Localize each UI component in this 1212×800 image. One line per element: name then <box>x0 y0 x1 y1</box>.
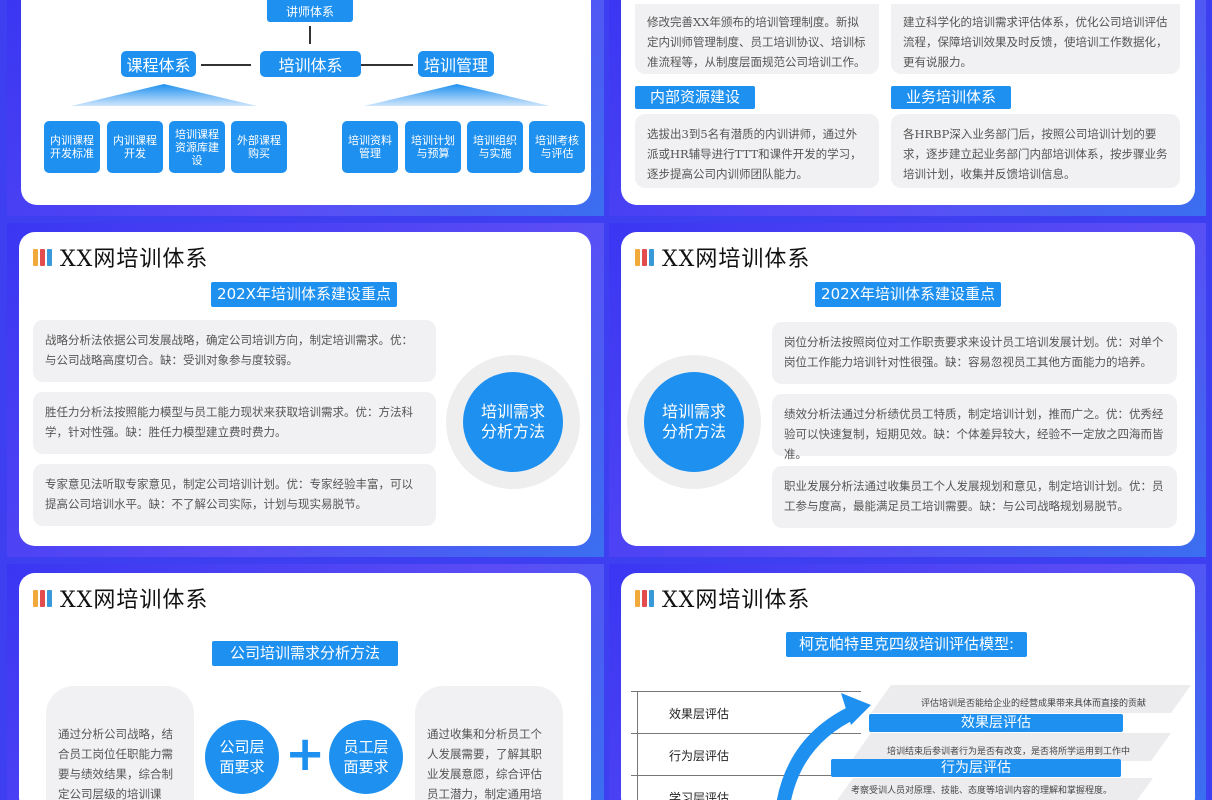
connector-right <box>361 64 413 66</box>
level-axis <box>637 691 638 800</box>
connector-vertical <box>309 26 311 44</box>
node-lecturer-system: 讲师体系 <box>267 0 353 22</box>
slide-header: XX网培训体系 <box>635 583 810 613</box>
slide-title: XX网培训体系 <box>662 588 811 613</box>
text-box-expert-method: 专家意见法听取专家意见，制定公司培训计划。优：专家经验丰富，可以提高公司培训水平… <box>33 464 436 526</box>
subtitle-label: 公司培训需求分析方法 <box>212 641 398 666</box>
slide-card: XX网培训体系 公司培训需求分析方法 通过分析公司战略，结合员工岗位任职能力需要… <box>19 573 591 800</box>
fan-right-shape <box>364 84 550 106</box>
slide-kirkpatrick-model: XX网培训体系 柯克帕特里克四级培训评估模型: 效果层评估 行为层评估 学习层评… <box>609 564 1206 800</box>
label-internal-resource: 内部资源建设 <box>635 86 755 109</box>
level-plate-learning <box>837 778 1153 800</box>
level-divider <box>631 775 861 776</box>
text-box-competency-method: 胜任力分析法按照能力模型与员工能力现状来获取培训需求。优：方法科学，针对性强。缺… <box>33 392 436 454</box>
books-icon <box>33 589 52 607</box>
level-desc-learning: 考察受训人员对原理、技能、态度等培训内容的理解和掌握程度。 <box>851 786 1113 796</box>
slide-card: XX网培训体系 柯克帕特里克四级培训评估模型: 效果层评估 行为层评估 学习层评… <box>621 573 1195 800</box>
circle-analysis-method: 培训需求分析方法 <box>644 372 744 472</box>
slide-card: XX网培训体系 202X年培训体系建设重点 战略分析法依据公司发展战略，确定公司… <box>19 232 591 546</box>
text-box-performance-method: 绩效分析法通过分析绩优员工特质，制定培训计划，推而广之。优：优秀经验可以快速复制… <box>772 394 1177 461</box>
item-assess-evaluate: 培训考核与评估 <box>529 121 585 173</box>
level-label-learning: 学习层评估 <box>669 791 730 800</box>
slide-title: XX网培训体系 <box>60 247 209 272</box>
slide-title: XX网培训体系 <box>60 588 209 613</box>
text-box-position-method: 岗位分析法按照岗位对工作职责要求来设计员工培训发展计划。优：对单个岗位工作能力培… <box>772 322 1177 384</box>
item-organize-implement: 培训组织与实施 <box>467 121 523 173</box>
slide-training-structure: 讲师体系 培训体系 课程体系 培训管理 内训课程开发标准 内训课程开发 培训课程… <box>7 0 604 216</box>
text-box-employee-level: 通过收集和分析员工个人发展需要，了解其职业发展意愿，综合评估员工潜力，制定通用培… <box>415 686 563 800</box>
slide-needs-analysis: XX网培训体系 公司培训需求分析方法 通过分析公司战略，结合员工岗位任职能力需要… <box>7 564 604 800</box>
level-bar-results: 效果层评估 <box>869 714 1123 732</box>
level-divider <box>631 733 861 734</box>
subtitle-label: 柯克帕特里克四级培训评估模型: <box>786 632 1027 657</box>
node-training-management: 培训管理 <box>418 51 494 77</box>
level-divider <box>631 691 861 692</box>
level-desc-results: 评估培训是否能给企业的经营成果带来具体而直接的贡献 <box>921 699 1147 709</box>
item-external-course: 外部课程购买 <box>231 121 287 173</box>
circle-analysis-method: 培训需求分析方法 <box>463 372 563 472</box>
text-box-career-method: 职业发展分析法通过收集员工个人发展规划和意见，制定培训计划。优：员工参与度高，最… <box>772 466 1177 528</box>
node-training-system: 培训体系 <box>260 51 361 77</box>
level-desc-behavior: 培训结束后参训者行为是否有改变，是否将所学运用到工作中 <box>887 747 1131 757</box>
slide-training-plan: 修改完善XX年颁布的培训管理制度。新拟定内训师管理制度、员工培训协议、培训标准流… <box>609 0 1206 216</box>
books-icon <box>33 248 52 266</box>
subtitle-label: 202X年培训体系建设重点 <box>815 282 1001 307</box>
slide-card: 修改完善XX年颁布的培训管理制度。新拟定内训师管理制度、员工培训协议、培训标准流… <box>621 0 1195 205</box>
level-plate-results <box>871 685 1191 713</box>
item-course-library: 培训课程资源库建设 <box>169 121 225 173</box>
text-box-strategy-method: 战略分析法依据公司发展战略，确定公司培训方向，制定培训需求。优：与公司战略高度切… <box>33 320 436 382</box>
circle-employee-level: 员工层面要求 <box>329 720 403 794</box>
text-box-company-level: 通过分析公司战略，结合员工岗位任职能力需要与绩效结果，综合制定公司层级的培训课程… <box>46 686 194 800</box>
books-icon <box>635 248 654 266</box>
slide-header: XX网培训体系 <box>635 242 810 272</box>
level-plate-behavior <box>851 733 1171 761</box>
level-label-results: 效果层评估 <box>669 707 730 721</box>
node-course-system: 课程体系 <box>121 51 196 77</box>
item-course-dev: 内训课程开发 <box>107 121 163 173</box>
books-icon <box>635 589 654 607</box>
circle-company-level: 公司层面要求 <box>205 720 279 794</box>
item-plan-budget: 培训计划与预算 <box>405 121 461 173</box>
text-box-system-rules: 修改完善XX年颁布的培训管理制度。新拟定内训师管理制度、员工培训协议、培训标准流… <box>635 4 879 74</box>
text-box-internal-resource: 选拔出3到5名有潜质的内训讲师，通过外派或HR辅导进行TTT和课件开发的学习，逐… <box>635 114 879 188</box>
slide-analysis-methods-2: XX网培训体系 202X年培训体系建设重点 培训需求分析方法 岗位分析法按照岗位… <box>609 223 1206 557</box>
slide-header: XX网培训体系 <box>33 242 208 272</box>
text-box-business-training: 各HRBP深入业务部门后，按照公司培训计划的要求，逐步建立起业务部门内部培训体系… <box>891 114 1180 188</box>
rising-arrow-icon <box>776 693 871 800</box>
fan-left-shape <box>71 84 257 106</box>
connector-left <box>201 64 251 66</box>
slide-card: XX网培训体系 202X年培训体系建设重点 培训需求分析方法 岗位分析法按照岗位… <box>621 232 1195 546</box>
level-label-behavior: 行为层评估 <box>669 749 730 763</box>
level-bar-behavior: 行为层评估 <box>831 759 1121 777</box>
slide-title: XX网培训体系 <box>662 247 811 272</box>
item-material-mgmt: 培训资料管理 <box>342 121 398 173</box>
label-business-training: 业务培训体系 <box>891 86 1011 109</box>
slide-card: 讲师体系 培训体系 课程体系 培训管理 内训课程开发标准 内训课程开发 培训课程… <box>21 0 591 205</box>
subtitle-label: 202X年培训体系建设重点 <box>211 282 397 307</box>
item-course-dev-standard: 内训课程开发标准 <box>44 121 100 173</box>
slide-header: XX网培训体系 <box>33 583 208 613</box>
text-box-evaluation: 建立科学化的培训需求评估体系，优化公司培训评估流程，保障培训效果及时反馈，使培训… <box>891 4 1180 74</box>
plus-icon: + <box>285 726 326 782</box>
slide-analysis-methods-1: XX网培训体系 202X年培训体系建设重点 战略分析法依据公司发展战略，确定公司… <box>7 223 604 557</box>
